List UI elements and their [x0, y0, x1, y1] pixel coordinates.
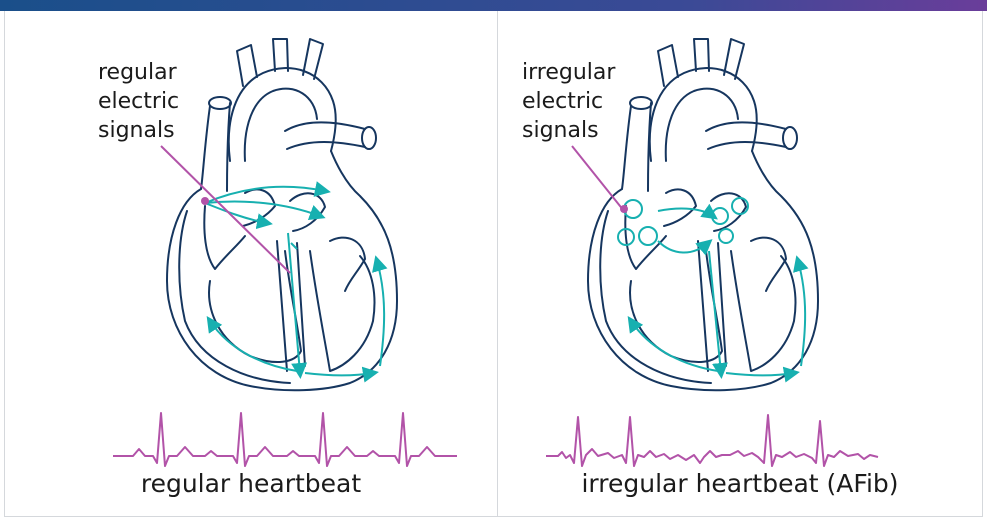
sinus-node	[620, 205, 628, 213]
afib-heartbeat-panel: irregular electric signals irregular hea…	[498, 11, 983, 517]
chaotic-signal-paths	[618, 198, 805, 375]
label-line: signals	[522, 116, 615, 145]
label-line: irregular	[522, 58, 615, 87]
sinus-node	[201, 197, 209, 205]
regular-heartbeat-caption: regular heartbeat	[5, 469, 497, 498]
label-line: electric	[98, 87, 179, 116]
regular-ecg-trace	[113, 413, 457, 466]
label-pointer-line	[572, 146, 624, 211]
label-line: signals	[98, 116, 179, 145]
top-gradient-bar	[0, 0, 987, 11]
afib-heartbeat-caption: irregular heartbeat (AFib)	[498, 469, 982, 498]
afib-signals-label: irregular electric signals	[522, 58, 615, 145]
regular-heart-illustration	[5, 11, 499, 517]
afib-ecg-trace	[546, 415, 878, 466]
label-line: electric	[522, 87, 615, 116]
regular-heartbeat-panel: regular electric signals regular heartbe…	[4, 11, 498, 517]
label-line: regular	[98, 58, 179, 87]
regular-signals-label: regular electric signals	[98, 58, 179, 145]
heart-outline	[167, 39, 397, 390]
heart-outline	[588, 39, 818, 390]
